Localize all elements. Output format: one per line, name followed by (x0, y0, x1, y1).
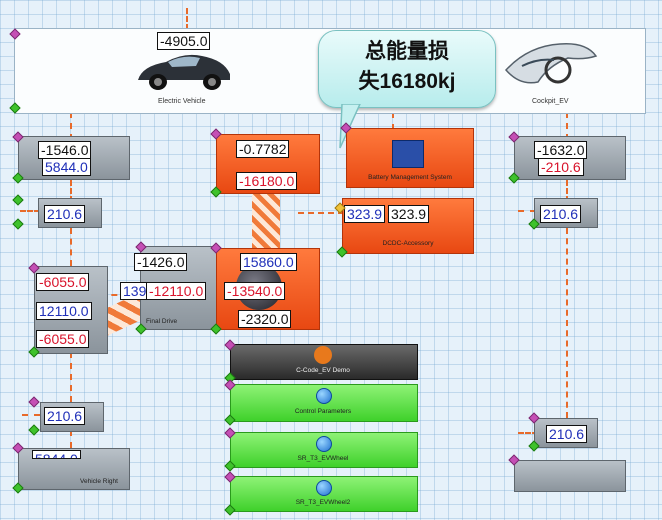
dcdc-value-1: 323.9 (344, 205, 386, 223)
wheel-left-value-1: -1546.0 (38, 141, 92, 159)
motor-value-3: -2320.0 (238, 310, 292, 328)
connector-line (22, 414, 40, 416)
parameters-icon (316, 388, 332, 404)
connector-line (298, 212, 344, 214)
port-pin[interactable] (12, 194, 24, 206)
port-pin[interactable] (28, 424, 40, 436)
battery-value-2: -16180.0 (236, 172, 298, 190)
port-pin[interactable] (12, 218, 24, 230)
vehicle-right-label: Vehicle Right (80, 478, 118, 485)
vehicle-right-value: 5844.0 (32, 450, 81, 459)
wheel-left-value-2: 5844.0 (42, 158, 91, 176)
callout-line-1: 总能量损 (365, 40, 449, 63)
brake-left-2-value: 210.6 (44, 407, 86, 425)
connector-line (70, 112, 72, 140)
lightning-icon (314, 346, 332, 364)
connector-line (566, 180, 568, 202)
bms-icon (392, 140, 424, 168)
port-pin[interactable] (28, 396, 40, 408)
wheel-right-value-1: -1632.0 (534, 141, 588, 159)
energy-loss-callout: 总能量损 失16180kj (318, 30, 496, 108)
motor-value-2: -13540.0 (224, 282, 286, 300)
connector-line (518, 210, 536, 212)
connector-line (70, 228, 72, 266)
power-flow-band (252, 192, 280, 250)
sr-wheel-2-label: SR_T3_EVWheel2 (295, 499, 351, 506)
connector-line (186, 8, 188, 30)
battery-value-1: -0.7782 (236, 140, 290, 158)
cockpit-image (498, 36, 602, 94)
wheel-right-value-2: -210.6 (538, 158, 584, 176)
vehicle-caption: Electric Vehicle (158, 98, 206, 105)
dcdc-value-2: 323.9 (388, 205, 430, 223)
connector-line (566, 228, 568, 418)
car-image (132, 42, 236, 94)
final-drive-label: Final Drive (146, 318, 178, 325)
motor-value-1: 15860.0 (240, 253, 297, 271)
dcdc-label: DCDC-Accessory (382, 240, 434, 247)
final-drive-value-2: 139 (120, 282, 150, 300)
final-drive-value-3: -12110.0 (146, 282, 207, 300)
control-params-label: Control Parameters (294, 408, 352, 415)
bms-label: Battery Management System (368, 174, 452, 181)
connector-line (566, 112, 568, 140)
connector-line (70, 180, 72, 202)
callout-line-2: 失16180kj (358, 70, 456, 93)
ccode-label: C-Code_EV Demo (296, 367, 350, 374)
axle-left-value-3: -6055.0 (36, 330, 90, 348)
connector-line (518, 432, 538, 434)
axle-left-value-1: -6055.0 (36, 273, 90, 291)
axle-left-value-2: 12110.0 (36, 302, 92, 320)
final-drive-value-1: -1426.0 (134, 253, 188, 271)
connector-line (20, 210, 40, 212)
wheel-sensor-2-icon (316, 480, 332, 496)
brake-left-value: 210.6 (44, 205, 86, 223)
connector-line (70, 352, 72, 402)
vehicle-left-block[interactable] (514, 460, 626, 492)
connector-line (70, 430, 72, 448)
vehicle-value: -4905.0 (157, 32, 211, 50)
brake-right-value: 210.6 (540, 205, 582, 223)
cockpit-caption: Cockpit_EV (532, 98, 569, 105)
brake-right-2-value: 210.6 (546, 425, 588, 443)
wheel-sensor-icon (316, 436, 332, 452)
sr-wheel-label: SR_T3_EVWheel (297, 455, 349, 462)
connector-line (392, 112, 394, 130)
